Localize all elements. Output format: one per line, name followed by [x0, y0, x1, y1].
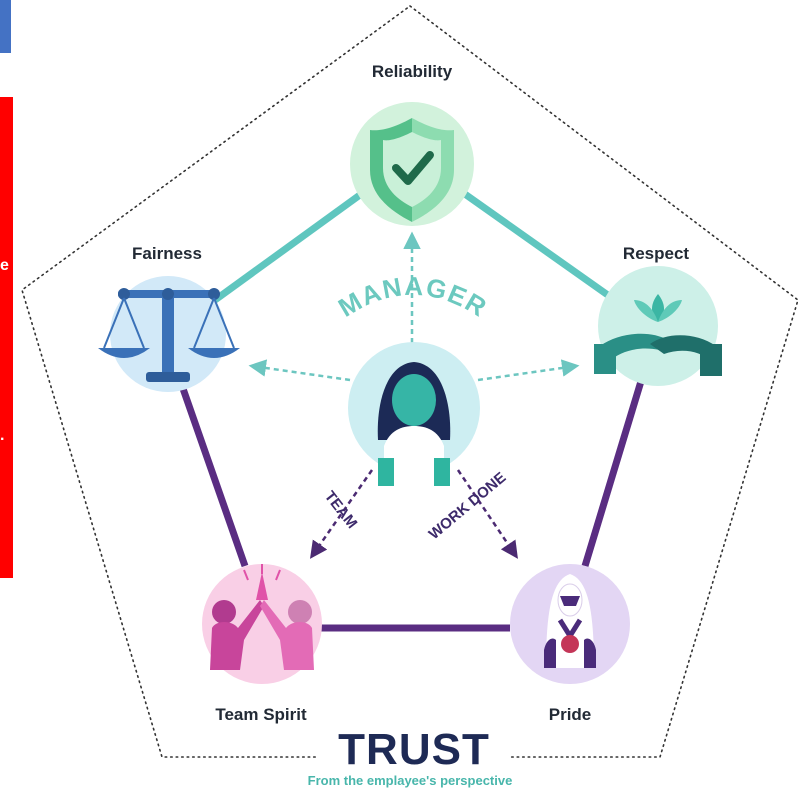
node-pride	[510, 564, 630, 684]
red-side-panel: e .	[0, 97, 13, 578]
balance-scale-icon	[98, 288, 240, 382]
pentagon-outline	[21, 5, 799, 758]
edge-reliability-fairness	[212, 189, 367, 303]
side-fragment-lower: .	[0, 427, 5, 444]
side-fragment-upper: e	[0, 257, 9, 274]
blue-side-tab	[0, 0, 11, 53]
edge-respect-pride	[581, 376, 646, 568]
edge-fairness-teamspirit	[176, 378, 249, 568]
shield-check-icon	[370, 118, 454, 222]
medal-person-icon	[544, 574, 596, 668]
label-pride: Pride	[548, 705, 592, 724]
node-reliability	[350, 102, 474, 226]
diagram-subtitle: From the emplayee's perspective	[307, 773, 513, 788]
diagram-title: TRUST	[318, 728, 510, 772]
edge-reliability-respect	[459, 189, 615, 301]
arrow-to-fairness	[248, 359, 351, 382]
manager-avatar-icon	[377, 362, 451, 486]
label-respect: Respect	[622, 244, 690, 263]
high-five-icon	[210, 564, 314, 670]
node-respect	[594, 266, 722, 386]
label-reliability: Reliability	[371, 62, 453, 81]
label-fairness: Fairness	[132, 244, 202, 263]
label-team-spirit: Team Spirit	[215, 705, 307, 724]
node-team-spirit	[202, 564, 322, 684]
node-manager	[348, 342, 480, 486]
lotus-handshake-icon	[594, 294, 722, 376]
node-fairness	[98, 276, 240, 392]
arrow-to-respect	[477, 359, 580, 382]
